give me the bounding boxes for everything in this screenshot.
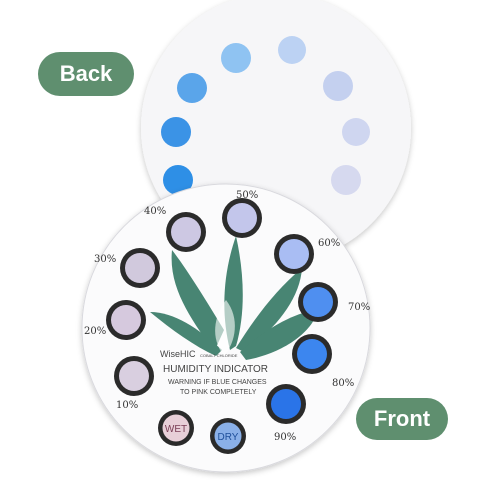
percent-label-40: 40%: [144, 206, 166, 217]
warning-line-2: TO PINK COMPLETELY: [180, 389, 257, 396]
back-dot: [278, 36, 306, 64]
indicator-dot-50: [222, 198, 262, 238]
brand-tagline: COBALT CHLORIDE: [200, 353, 238, 358]
indicator-dot-30: [120, 248, 160, 288]
back-dot: [161, 117, 191, 147]
front-label-text: Front: [373, 406, 431, 431]
indicator-dot-10: [114, 356, 154, 396]
indicator-dot-90: [266, 384, 306, 424]
indicator-dot-group: [106, 198, 338, 424]
indicator-dot-70: [298, 282, 338, 322]
back-label-badge: Back: [38, 52, 134, 96]
indicator-dot-40: [166, 212, 206, 252]
back-dot: [177, 73, 207, 103]
percent-label-10: 10%: [116, 400, 138, 411]
front-label-badge: Front: [356, 398, 448, 440]
percent-label-90: 90%: [274, 432, 296, 443]
back-dot: [323, 71, 353, 101]
back-label-text: Back: [59, 61, 113, 86]
dry-indicator: DRY: [210, 418, 246, 454]
warning-line-1: WARNING IF BLUE CHANGES: [168, 379, 267, 386]
back-dot: [221, 43, 251, 73]
leaf-decoration: [150, 236, 318, 360]
brand-name: WiseHIC: [160, 349, 196, 359]
product-title: HUMIDITY INDICATOR: [163, 364, 268, 375]
back-dot: [331, 165, 361, 195]
wet-label: WET: [165, 424, 187, 435]
percent-label-30: 30%: [94, 254, 116, 265]
percent-label-70: 70%: [348, 302, 370, 313]
back-dot: [163, 165, 193, 195]
front-card: 10% 20% 30% 40% 50% 60% 70% 80% 90% Wise…: [81, 183, 371, 473]
back-dot: [342, 118, 370, 146]
indicator-dot-80: [292, 334, 332, 374]
wet-indicator: WET: [158, 410, 194, 446]
indicator-dot-20: [106, 300, 146, 340]
percent-label-80: 80%: [332, 378, 354, 389]
dry-label: DRY: [218, 432, 239, 443]
percent-label-20: 20%: [84, 326, 106, 337]
indicator-dot-60: [274, 234, 314, 274]
back-card-dot-group: [161, 36, 370, 195]
percent-label-50: 50%: [236, 190, 258, 201]
percent-label-60: 60%: [318, 238, 340, 249]
